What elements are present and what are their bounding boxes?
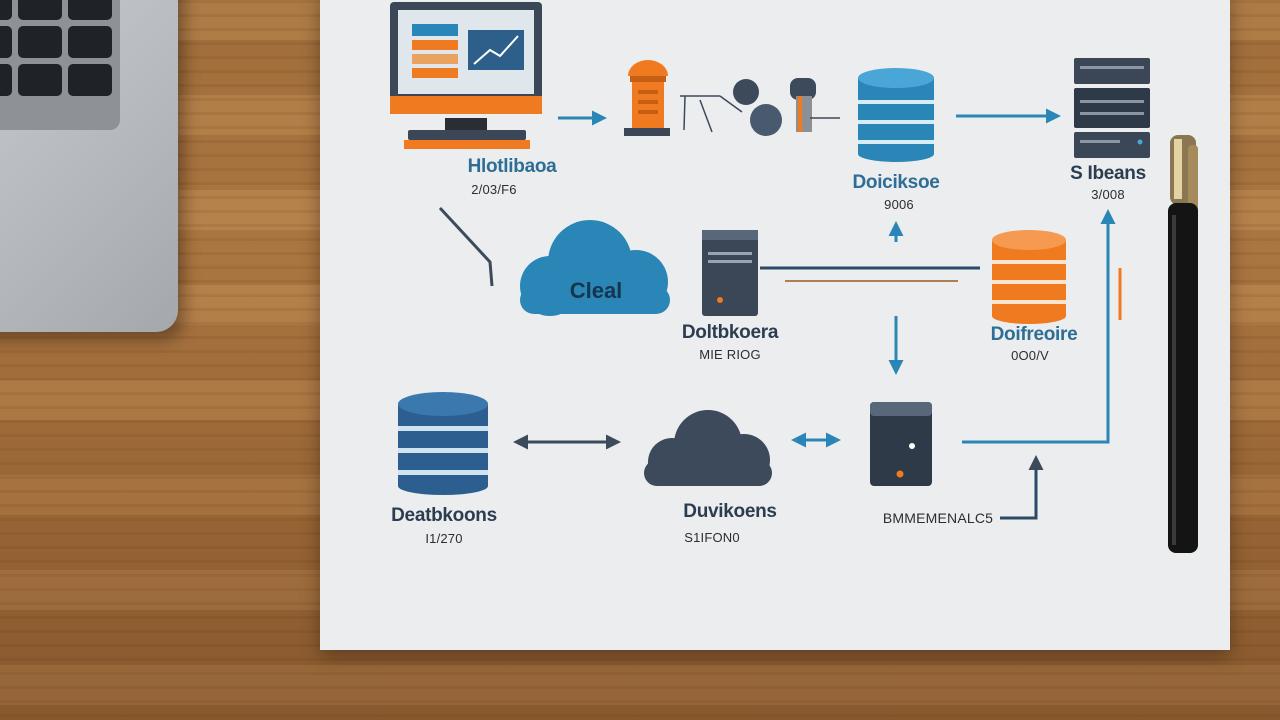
key <box>0 64 12 96</box>
key <box>68 0 112 20</box>
node-label-database-bottom: Deatbkoons <box>391 505 497 526</box>
key <box>0 26 12 58</box>
key <box>0 0 12 20</box>
node-sublabel-server-rack: 3/008 <box>1091 187 1125 202</box>
node-label-database-top: Doiciksoe <box>852 172 940 193</box>
node-sublabel-database-top: 9006 <box>884 197 914 212</box>
key <box>18 0 62 20</box>
key <box>68 64 112 96</box>
desktop-monitor-icon <box>390 2 542 149</box>
node-label-server-rack: S Ibeans <box>1070 163 1146 184</box>
cloud-icon <box>644 410 772 486</box>
node-label-workstation: Hlotlibaoa <box>467 156 557 177</box>
node-label-server-bottom: BMMEMENALC5 <box>882 510 994 526</box>
flow-arrow <box>962 209 1116 444</box>
node-label-cloud-bottom: Duvikoens <box>683 501 777 522</box>
gateway-kiosk-icon <box>624 60 670 136</box>
flow-arrow <box>1000 455 1044 520</box>
database-icon <box>398 392 488 495</box>
database-icon <box>992 230 1066 324</box>
key <box>18 64 62 96</box>
cloud-label: Cleal <box>569 278 623 303</box>
node-label-server-mid: Doltbkoera <box>681 322 779 343</box>
node-sublabel-server-mid: MIE RIOG <box>699 347 761 362</box>
server-tower-icon <box>702 230 758 316</box>
database-icon <box>858 68 934 162</box>
key <box>18 26 62 58</box>
node-sublabel-database-orange: 0O0/V <box>1011 348 1049 363</box>
laptop-keyboard <box>0 0 120 130</box>
server-tower-icon <box>870 402 932 486</box>
pen <box>1168 135 1198 553</box>
node-sublabel-database-bottom: I1/270 <box>425 531 463 546</box>
network-cluster-icon <box>680 78 840 136</box>
laptop <box>0 0 178 332</box>
server-rack-icon <box>1074 58 1150 158</box>
node-label-database-orange: Doifreoire <box>990 324 1078 345</box>
connector-line <box>438 206 494 287</box>
node-sublabel-workstation: 2/03/F6 <box>471 182 517 197</box>
key <box>68 26 112 58</box>
cloud-icon <box>520 220 670 316</box>
node-sublabel-cloud-bottom: S1IFON0 <box>684 530 740 545</box>
